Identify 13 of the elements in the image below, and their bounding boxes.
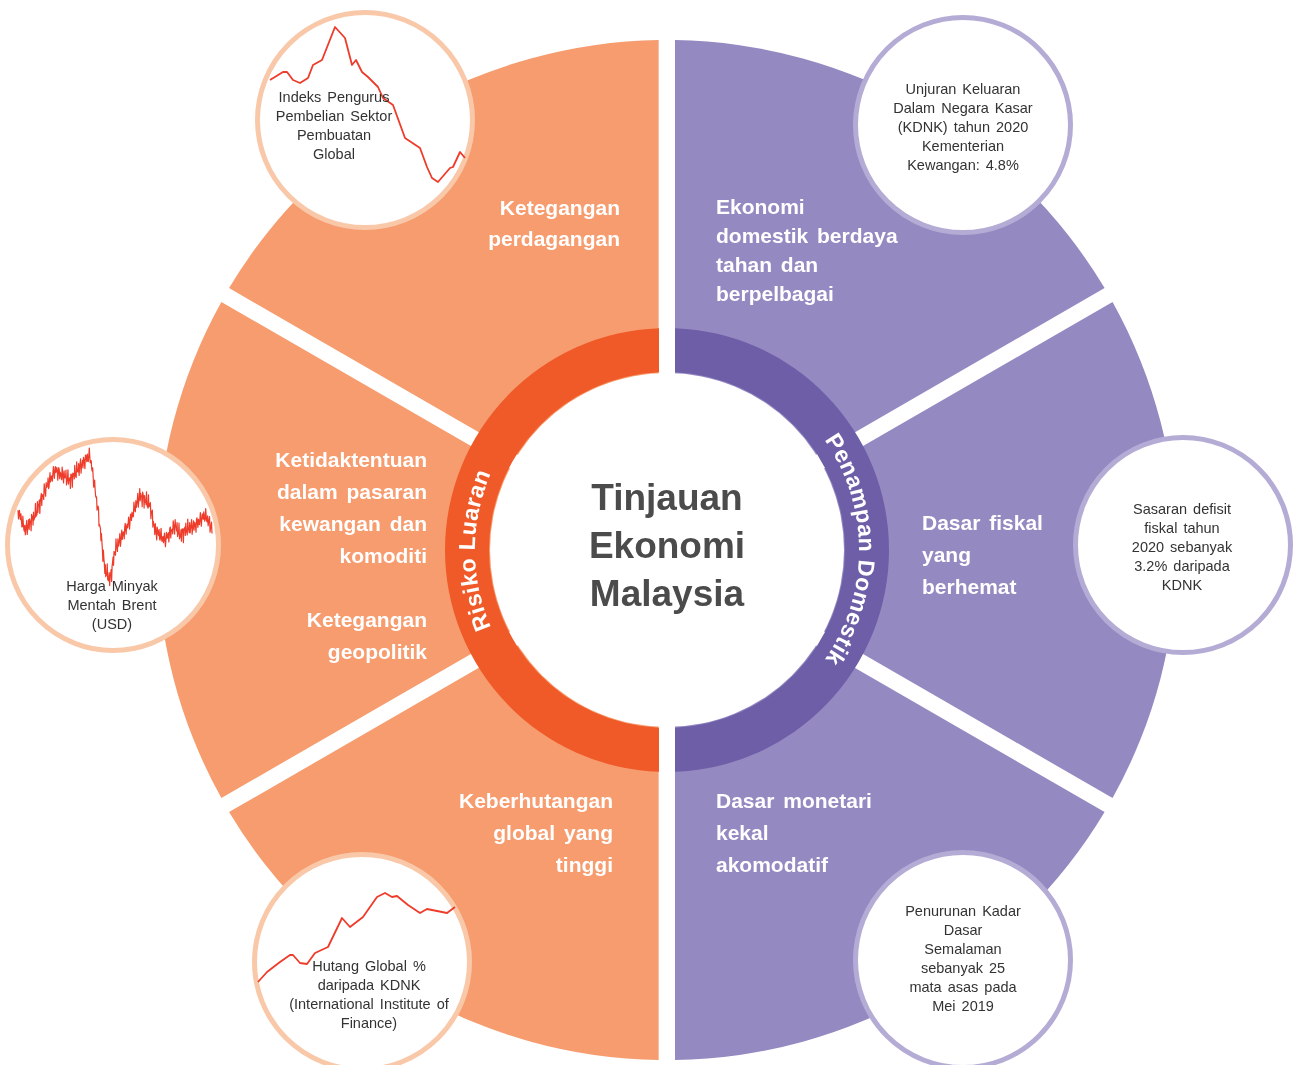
circle-text: Sasaran defisit fiskal tahun 2020 sebanyak 3.2% daripada KDNK (1130, 500, 1234, 595)
center-title: Tinjauan Ekonomi Malaysia (587, 476, 747, 616)
circle-text: Hutang Global % daripada KDNK (International Institute of Finance) (288, 957, 450, 1033)
segment-label: Dasar monetari kekal akomodatif (716, 788, 873, 878)
segment-label: Ketidaktentuan dalam pasaran kewangan dan komoditi (274, 447, 427, 569)
segment-label: Ekonomi domestik berdaya tahan dan berpelbagai (716, 194, 899, 307)
segment-label: Ketegangan perdagangan (487, 195, 620, 252)
segment-label: Keberhutangan global yang tinggi (457, 788, 613, 878)
circle-text: Harga Minyak Mentah Brent (USD) (65, 577, 159, 634)
segment-label: Dasar fiskal yang berhemat (922, 510, 1044, 600)
segment-label: Ketegangan geopolitik (305, 607, 427, 665)
circle-text: Unjuran Keluaran Dalam Negara Kasar (KDNK) tahun 2020 Kementerian Kewangan: 4.8% (892, 80, 1034, 175)
circle-text: Penurunan Kadar Dasar Semalaman sebanyak 25 mata asas pada Mei 2019 (904, 902, 1022, 1016)
